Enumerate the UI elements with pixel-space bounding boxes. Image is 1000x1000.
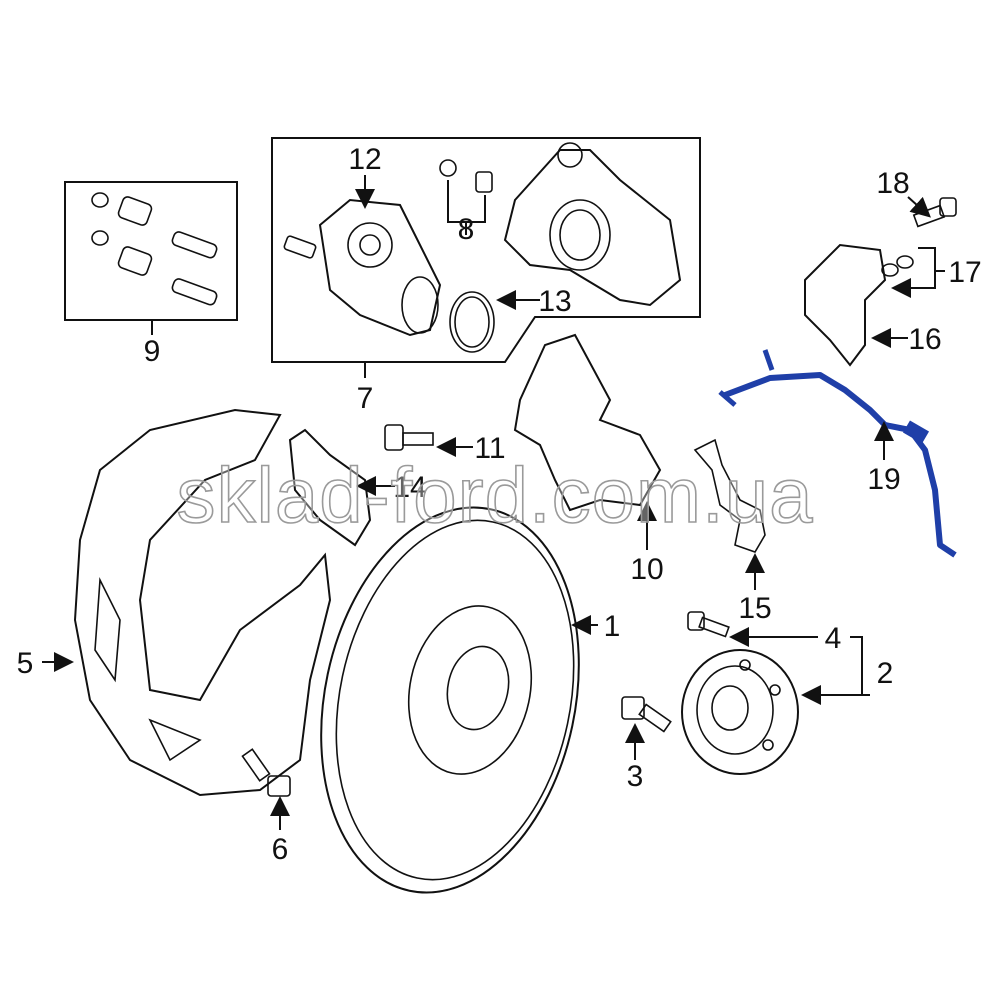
callout-19: 19 [867,463,900,496]
bolt-11 [384,424,434,451]
brake-rotor [320,506,580,894]
anti-rattle-clip [693,438,766,553]
callout-16: 16 [908,323,941,356]
brake-pads [288,428,372,547]
callout-10: 10 [630,553,663,586]
wheel-stud [687,611,730,638]
callout-11: 11 [474,432,505,465]
guide-pin-kit-box [64,181,238,335]
caliper-bracket [513,333,662,512]
callout-3: 3 [627,760,644,793]
caliper-assembly-box [271,137,701,378]
bolt-3 [621,696,672,733]
splash-shield [73,408,332,797]
hub-bearing [681,649,799,775]
callout-labels: 1 2 3 4 5 6 7 8 9 10 11 12 13 14 15 16 1… [17,143,982,866]
callout-6: 6 [272,833,289,866]
callout-15: 15 [738,592,771,625]
callout-5: 5 [17,647,34,680]
callout-9: 9 [144,335,161,368]
callout-2: 2 [877,657,894,690]
callout-8: 8 [458,213,475,246]
leader-lines [42,175,945,830]
callout-13: 13 [538,285,571,318]
callout-7: 7 [357,382,374,415]
callout-12: 12 [348,143,381,176]
watermark: sklad-ford.com.ua [177,451,814,539]
callout-1: 1 [604,610,621,643]
callout-18: 18 [876,167,909,200]
callout-17: 17 [948,256,981,289]
callout-4: 4 [825,622,842,655]
callout-14: 14 [393,471,426,504]
